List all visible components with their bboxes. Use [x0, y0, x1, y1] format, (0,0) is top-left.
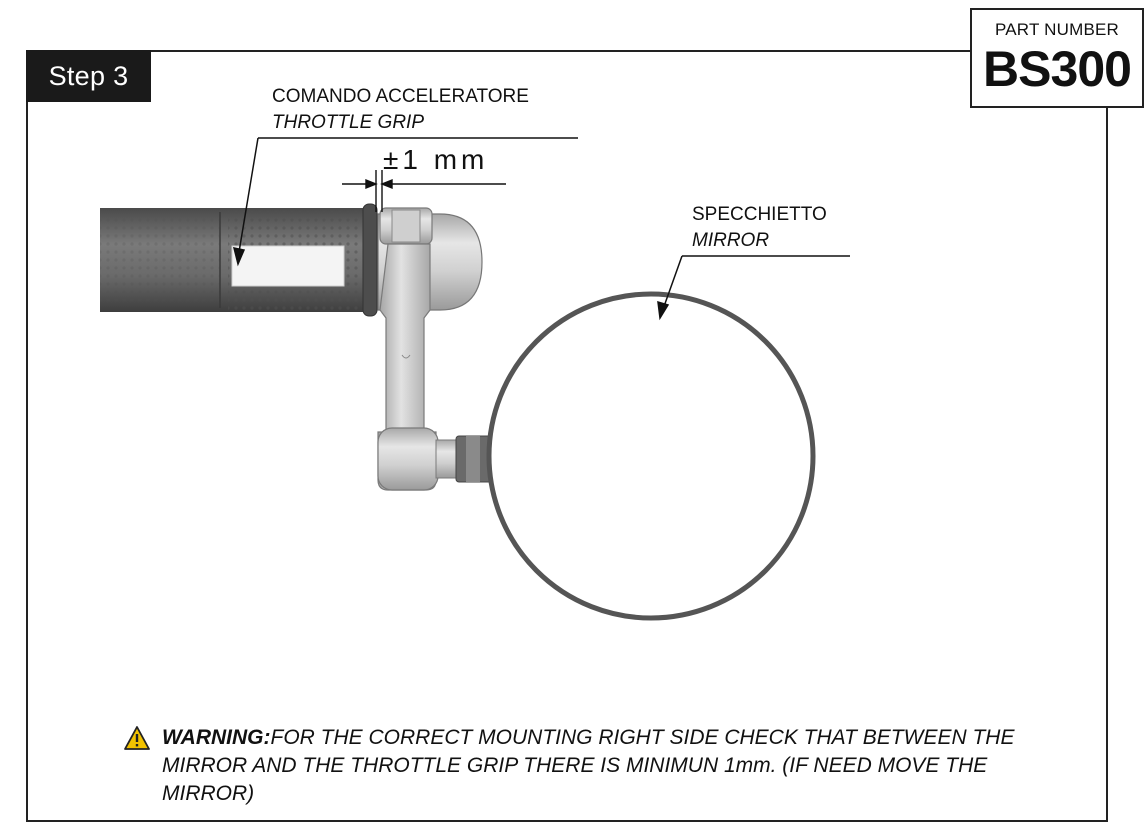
warning-body: FOR THE CORRECT MOUNTING RIGHT SIDE CHEC…	[162, 726, 1015, 805]
warning-heading: WARNING:	[162, 726, 271, 749]
mirror-label-en: MIRROR	[692, 230, 770, 251]
throttle-label-it: COMANDO ACCELERATORE	[272, 86, 529, 107]
tolerance-dimension	[342, 170, 506, 212]
callout-lines	[232, 137, 850, 321]
mirror-label-it: SPECCHIETTO	[692, 204, 827, 225]
tolerance-label: ±1 mm	[383, 144, 489, 175]
warning-triangle-icon	[124, 726, 150, 750]
step-badge: Step 3	[26, 50, 151, 102]
part-number-box: PART NUMBER BS300	[970, 8, 1144, 108]
mirror-drawing	[486, 291, 816, 621]
warning-text: WARNING:FOR THE CORRECT MOUNTING RIGHT S…	[162, 724, 1022, 808]
throttle-label-en: THROTTLE GRIP	[272, 112, 425, 133]
part-number-label: PART NUMBER	[994, 20, 1120, 39]
diagram-frame	[26, 50, 1108, 822]
part-number-value: BS300	[983, 41, 1132, 97]
mirror-arm-drawing	[377, 207, 493, 491]
